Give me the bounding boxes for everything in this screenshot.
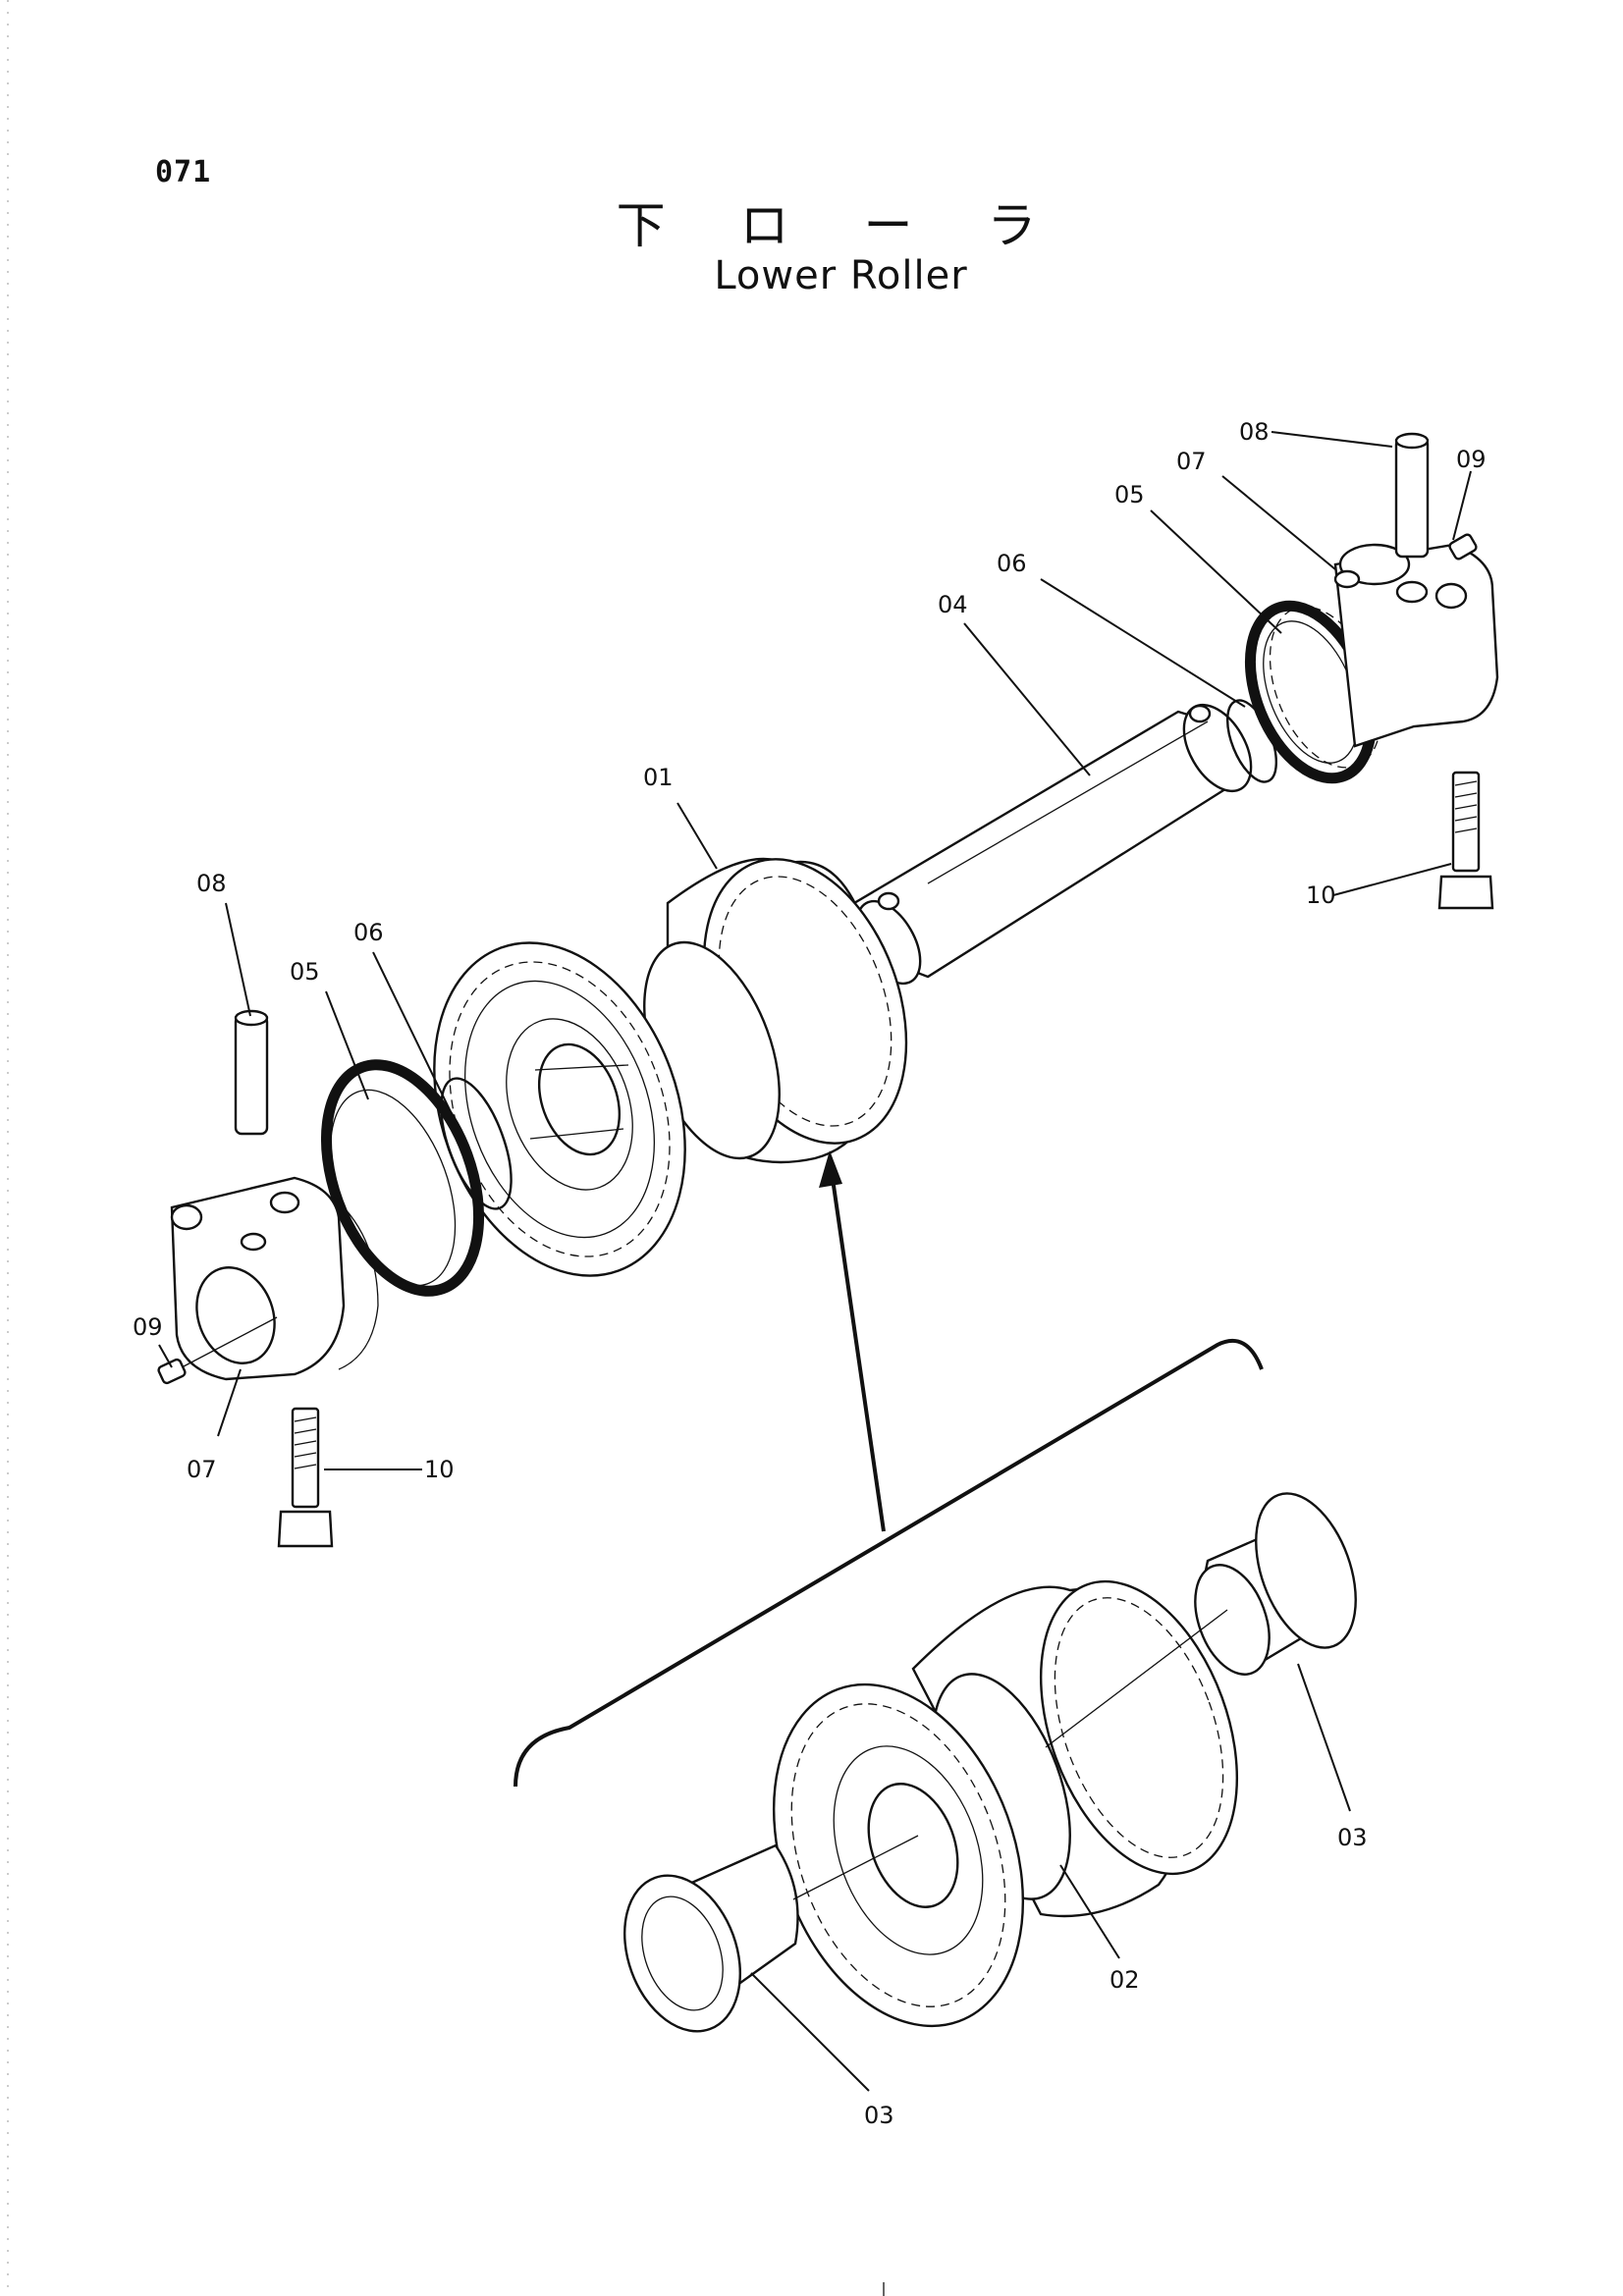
- callout-03-left: 03: [864, 2102, 894, 2129]
- right-plug-part-09: [1448, 533, 1478, 561]
- callout-04: 04: [938, 591, 968, 618]
- callout-03-right: 03: [1337, 1824, 1368, 1851]
- callout-09-left: 09: [133, 1313, 163, 1341]
- callout-07-left: 07: [187, 1456, 217, 1483]
- right-bushing-part-03: [1045, 1492, 1357, 1748]
- page-number: 071: [155, 155, 212, 189]
- shaft-part-04: [852, 703, 1253, 986]
- left-plug-part-09: [157, 1316, 278, 1385]
- right-bolt-part-10: [1437, 771, 1494, 910]
- roller-shell-part-02: [772, 1579, 1239, 2028]
- callout-01: 01: [643, 764, 674, 791]
- left-oring-part-06: [440, 1077, 513, 1210]
- roller-assembly-part-01: [433, 857, 908, 1277]
- title-japanese: 下 ロ ー ラ: [616, 197, 1066, 254]
- callout-05-left: 05: [290, 958, 320, 986]
- title-english: Lower Roller: [714, 253, 968, 298]
- callout-08-right: 08: [1239, 418, 1270, 446]
- callout-07-right: 07: [1176, 448, 1207, 475]
- left-bushing-part-03: [622, 1835, 919, 2033]
- left-pin-part-08: [234, 1009, 269, 1136]
- callout-02: 02: [1109, 1966, 1140, 1994]
- right-collar-part-07: [1333, 543, 1499, 748]
- callout-10-right: 10: [1306, 881, 1336, 909]
- left-collar-part-07: [170, 1176, 379, 1381]
- subassembly-bracket: [514, 1150, 1264, 1788]
- leader-lines: [158, 431, 1472, 2092]
- callout-08-left: 08: [196, 870, 227, 897]
- callout-06-right: 06: [997, 550, 1027, 577]
- callout-10-left: 10: [424, 1456, 455, 1483]
- left-bolt-part-10: [277, 1407, 334, 1548]
- right-pin-part-08: [1394, 432, 1430, 559]
- callout-05-right: 05: [1114, 481, 1145, 508]
- callout-09-right: 09: [1456, 446, 1487, 473]
- callout-06-left: 06: [353, 919, 384, 946]
